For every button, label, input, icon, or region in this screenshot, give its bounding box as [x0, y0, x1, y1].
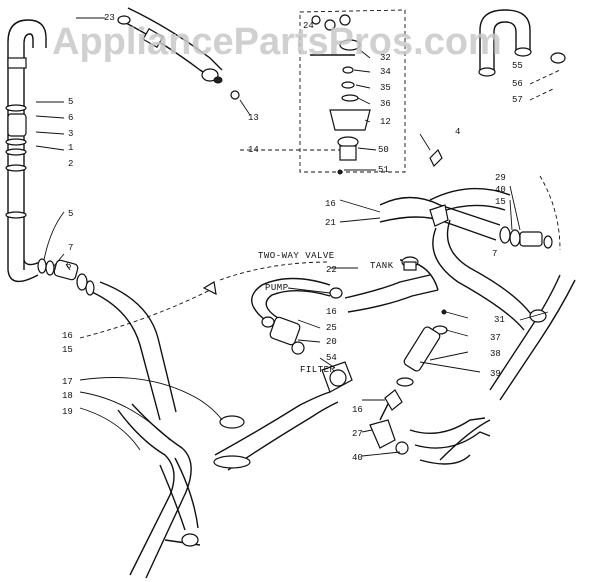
part-label: 1	[68, 143, 73, 153]
part-label: 23	[104, 13, 115, 23]
caption-tank: TANK	[370, 261, 394, 271]
part-label: 57	[512, 95, 523, 105]
part-label: 25	[326, 323, 337, 333]
part-label: 40	[495, 185, 506, 195]
part-label: 12	[380, 117, 391, 127]
part-label: 20	[326, 337, 337, 347]
part-label: 19	[62, 407, 73, 417]
caption-filter: FILTER	[300, 365, 336, 375]
part-label: 5	[68, 209, 73, 219]
part-label: 31	[494, 315, 505, 325]
part-label: 34	[380, 67, 391, 77]
leader-lines	[35, 17, 561, 457]
caption-two-way-valve: TWO-WAY VALVE	[258, 251, 335, 261]
part-label: 6	[66, 261, 71, 271]
part-label: 13	[248, 113, 259, 123]
part-label: 6	[68, 113, 73, 123]
part-label: 21	[325, 218, 336, 228]
part-label: 37	[490, 333, 501, 343]
part-label: 14	[248, 145, 259, 155]
part-label: 27	[352, 429, 363, 439]
part-label: 7	[492, 249, 497, 259]
part-label: 7	[68, 243, 73, 253]
part-labels: 23 24 32 34 35 36 12 13 14 50 51 55 56 5…	[62, 13, 523, 463]
part-label: 5	[68, 97, 73, 107]
part-label: 15	[62, 345, 73, 355]
part-label: 16	[325, 199, 336, 209]
part-label: 54	[326, 353, 337, 363]
part-label: 36	[380, 99, 391, 109]
caption-pump: PUMP	[265, 283, 289, 293]
part-label: 39	[490, 369, 501, 379]
part-label: 32	[380, 53, 391, 63]
part-label: 16	[352, 405, 363, 415]
part-label: 2	[68, 159, 73, 169]
part-label: 16	[326, 307, 337, 317]
part-label: 24	[303, 21, 314, 31]
subassembly-frame	[299, 9, 406, 173]
part-label: 17	[62, 377, 73, 387]
part-label: 4	[455, 127, 460, 137]
part-label: 16	[62, 331, 73, 341]
part-label: 38	[490, 349, 501, 359]
part-label: 35	[380, 83, 391, 93]
part-label: 18	[62, 391, 73, 401]
part-label: 40	[352, 453, 363, 463]
parts	[5, 14, 566, 547]
watermark: AppliancePartsPros.com	[52, 21, 502, 63]
part-label: 15	[495, 197, 506, 207]
part-label: 51	[378, 165, 389, 175]
part-label: 22	[326, 265, 337, 275]
part-label: 55	[512, 61, 523, 71]
part-label: 3	[68, 129, 73, 139]
part-label: 56	[512, 79, 523, 89]
part-label: 29	[495, 173, 506, 183]
part-label: 50	[378, 145, 389, 155]
